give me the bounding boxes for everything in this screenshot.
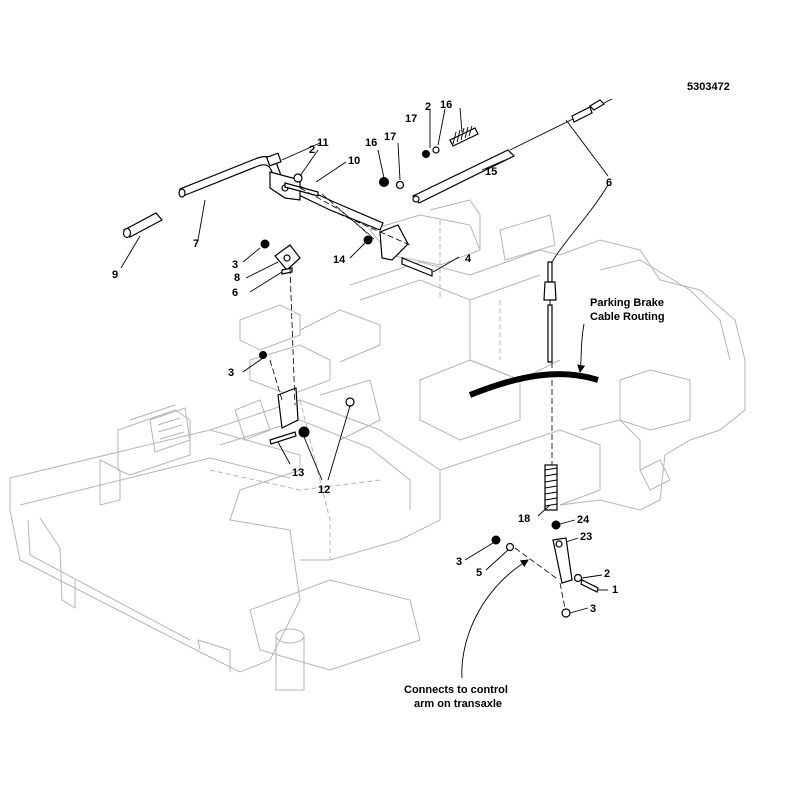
label-3-left: 3 [456,556,462,568]
label-8: 8 [234,272,240,284]
drawing-number: 5303472 [687,81,730,93]
label-1: 1 [612,584,618,596]
part-12-nut-a [298,426,310,438]
part-20-spring [449,125,479,147]
label-3-upper: 3 [232,259,238,271]
part-23-bracket [552,537,573,584]
label-23: 23 [580,531,592,543]
label-12: 12 [318,484,330,496]
parts-art [122,98,613,618]
label-21: 17 [405,113,417,125]
parking-brake-line1: Parking Brake [590,297,664,309]
part-24-nut [551,520,561,530]
mower-frame [9,199,746,691]
part-9-pin-end [122,227,132,239]
label-4: 4 [465,253,472,265]
label-18: 14 [333,254,346,266]
part-4-bolt [401,257,433,277]
label-7: 7 [193,238,199,250]
part-21-nut [422,150,430,158]
label-14: 10 [348,155,360,167]
part-2-washer-top [432,146,440,154]
connects-line1: Connects to control [404,684,508,696]
parking-brake-callout: Parking Brake Cable Routing [590,297,665,323]
label-6: 6 [606,177,612,189]
label-5: 5 [476,567,482,579]
label-11: 3 [228,367,234,379]
part-5-washer [505,542,515,552]
part-18-nut [363,235,373,245]
parking-brake-line2: Cable Routing [590,311,665,323]
label-20: 16 [440,99,452,111]
part-15-bushing [265,152,282,167]
label-2-lower: 2 [604,568,610,580]
part-7-lever-rod [179,156,384,231]
label-24: 24 [577,514,590,526]
part-6-cable-top [509,117,576,151]
assembly-lines [269,187,566,609]
connects-line2: arm on transaxle [414,698,502,710]
label-13: 13 [292,467,304,479]
label-3-lower: 3 [590,603,596,615]
part-16-nut [379,177,389,187]
part-3-nut-lower [561,608,571,618]
leader-lines [120,107,609,679]
part-17-washer [395,180,405,190]
part-13-bolt [269,431,297,445]
connects-callout: Connects to control arm on transaxle [404,684,508,710]
part-3-nut-upper [260,239,270,249]
part-3-nut-left [491,535,501,545]
mount-bracket [277,387,299,429]
label-2-top: 2 [425,101,431,113]
part-10-bolt [281,267,293,275]
part-11-nut [259,351,267,359]
label-16: 16 [365,137,377,149]
label-22: 18 [518,513,530,525]
label-17: 17 [384,131,396,143]
part-12-nut-b [345,397,355,407]
cable-routing-arc [468,371,599,398]
part-lever-plate [379,224,409,261]
part-19-link [412,149,516,204]
part-number-labels: 6 16 2 17 16 17 15 11 2 10 7 9 3 8 6 14 … [112,99,618,615]
label-19: 15 [485,166,497,178]
label-9: 9 [112,269,118,281]
part-2-washer-lower [573,573,583,583]
label-15: 11 [317,137,329,149]
label-10: 6 [232,287,238,299]
part-6-cable-lower [543,261,557,363]
label-2-mid: 2 [309,144,315,156]
part-14-bolt [284,182,319,197]
part-22-spring [544,464,558,511]
part-1-bolt [580,579,599,593]
